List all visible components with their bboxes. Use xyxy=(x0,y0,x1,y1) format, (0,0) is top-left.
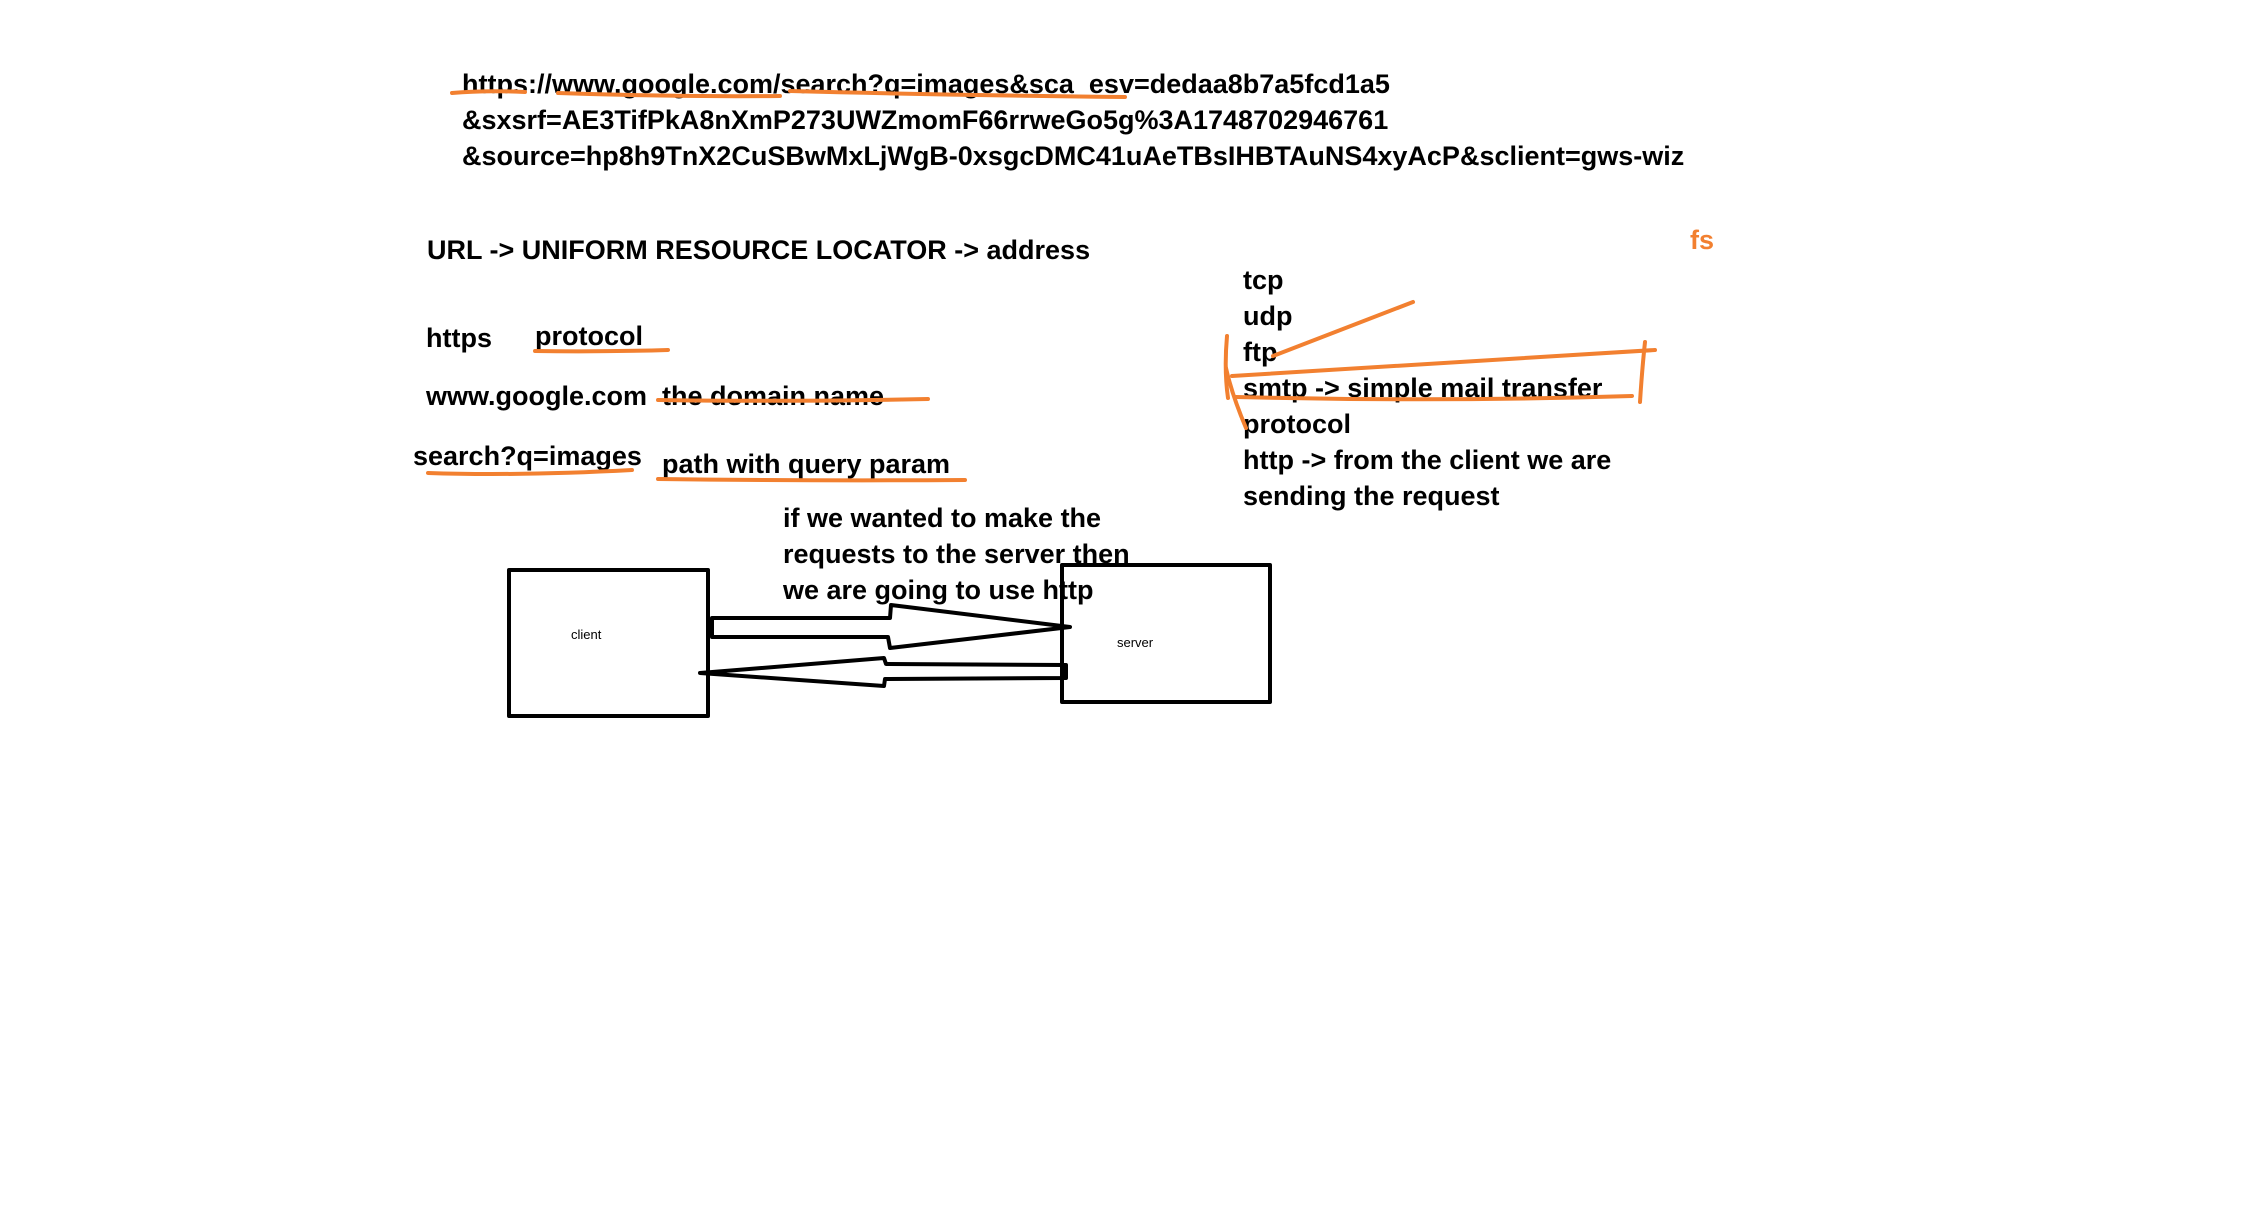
protocol-smtp-line-2: protocol xyxy=(1243,409,1351,439)
client-box xyxy=(507,568,710,718)
underline-url-protocol xyxy=(450,89,527,95)
server-box xyxy=(1060,563,1272,704)
part-term-path: search?q=images xyxy=(413,441,642,471)
underline-url-path xyxy=(788,89,1127,99)
client-label: client xyxy=(571,627,602,642)
box-right-edge xyxy=(1638,340,1647,404)
underline-smtp xyxy=(1234,394,1634,402)
box-top-line xyxy=(1230,348,1657,378)
underline-path-meaning xyxy=(656,477,967,483)
part-meaning-path: path with query param xyxy=(662,449,951,479)
underline-domain-meaning xyxy=(656,397,930,403)
http-note-line-3: we are going to use http xyxy=(783,575,1094,605)
underline-protocol-meaning xyxy=(533,348,670,354)
protocol-tcp: tcp xyxy=(1243,265,1284,295)
part-term-domain: www.google.com xyxy=(426,381,648,411)
part-meaning-domain: the domain name xyxy=(662,381,885,411)
protocol-udp: udp xyxy=(1243,301,1293,331)
bracket-left-hook xyxy=(1224,366,1248,430)
url-definition: URL -> UNIFORM RESOURCE LOCATOR -> addre… xyxy=(427,235,1091,265)
url-line-3: &source=hp8h9TnX2CuSBwMxLjWgB-0xsgcDMC41… xyxy=(462,141,1685,171)
underline-url-domain xyxy=(556,91,782,99)
protocol-http-line-1: http -> from the client we are xyxy=(1243,445,1612,475)
url-line-2: &sxsrf=AE3TifPkA8nXmP273UWZmomF66rrweGo5… xyxy=(462,105,1389,135)
slash-ftp xyxy=(1271,300,1415,358)
part-meaning-protocol: protocol xyxy=(535,321,643,351)
server-label: server xyxy=(1117,635,1154,650)
protocol-http-line-2: sending the request xyxy=(1243,481,1500,511)
side-note-fs: fs xyxy=(1690,225,1715,255)
http-note-line-1: if we wanted to make the xyxy=(783,503,1102,533)
request-arrow xyxy=(710,603,1072,650)
part-term-protocol: https xyxy=(426,323,492,353)
protocol-ftp: ftp xyxy=(1243,337,1278,367)
response-arrow xyxy=(698,656,1068,688)
underline-path-term xyxy=(426,468,634,476)
